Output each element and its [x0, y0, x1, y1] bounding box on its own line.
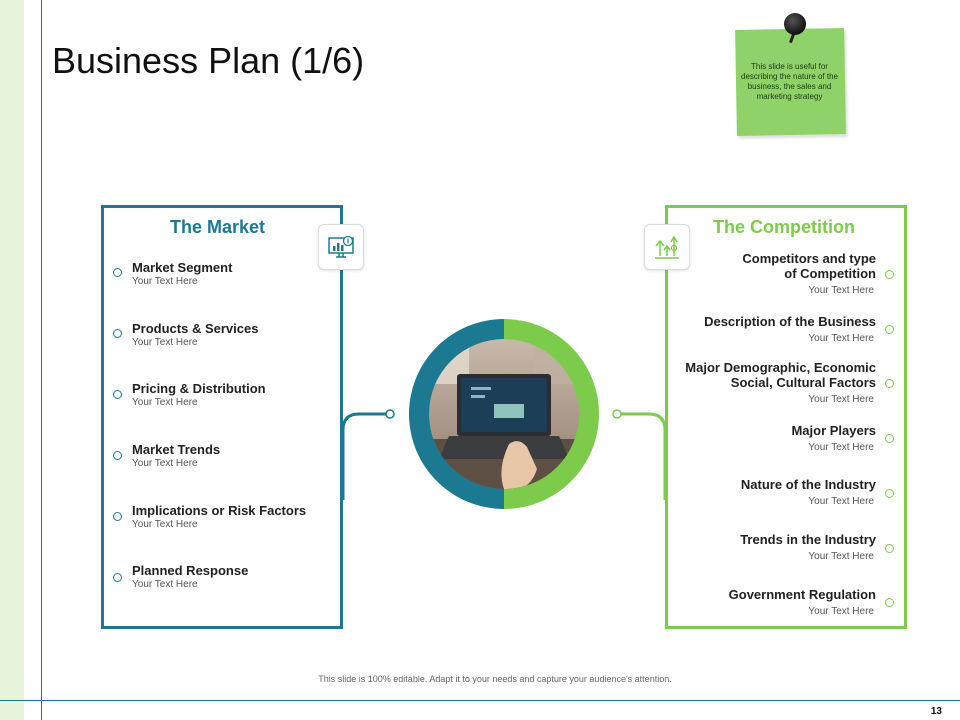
market-item-heading: Planned Response: [132, 563, 249, 578]
competition-bullet-4: [885, 434, 894, 443]
bottom-divider-line: [0, 700, 960, 701]
competition-item-heading: Trends in the Industry: [740, 532, 876, 547]
market-item-sub: Your Text Here: [132, 458, 198, 469]
page-title: Business Plan (1/6): [52, 40, 365, 81]
competition-item-heading: Government Regulation: [728, 587, 876, 602]
market-bullet-6: [113, 573, 122, 582]
chart-monitor-icon: [318, 224, 364, 270]
center-photo-ring: [409, 319, 599, 509]
competition-item-5: Nature of the Industry Your Text Here: [660, 477, 876, 508]
market-bullet-4: [113, 451, 122, 460]
competition-bullet-1: [885, 270, 894, 279]
competition-bullet-7: [885, 598, 894, 607]
sticky-note-text: This slide is useful for describing the …: [741, 62, 838, 101]
competition-item-1: Competitors and type of Competition Your…: [660, 251, 876, 297]
market-item-heading: Products & Services: [132, 321, 259, 336]
left-divider-line: [41, 0, 42, 720]
competition-title: The Competition: [713, 217, 855, 237]
competition-item-sub: Your Text Here: [808, 285, 874, 296]
market-item-sub: Your Text Here: [132, 519, 198, 530]
competition-item-heading: Description of the Business: [704, 314, 876, 329]
competition-item-heading: Major Demographic, Economic Social, Cult…: [685, 360, 876, 390]
left-decor-band: [0, 0, 24, 720]
competition-item-heading: Competitors and type of Competition: [742, 251, 876, 281]
market-item-sub: Your Text Here: [132, 276, 198, 287]
competition-item-sub: Your Text Here: [808, 496, 874, 507]
market-bullet-1: [113, 268, 122, 277]
market-item-3: Pricing & Distribution Your Text Here: [132, 381, 332, 409]
market-bullet-5: [113, 512, 122, 521]
competition-bullet-6: [885, 544, 894, 553]
competition-item-sub: Your Text Here: [808, 394, 874, 405]
footer-text: This slide is 100% editable. Adapt it to…: [318, 674, 672, 684]
market-item-heading: Implications or Risk Factors: [132, 503, 307, 518]
competition-item-6: Trends in the Industry Your Text Here: [660, 532, 876, 563]
market-item-6: Planned Response Your Text Here: [132, 563, 332, 591]
market-item-heading: Pricing & Distribution: [132, 381, 266, 396]
market-title: The Market: [170, 217, 266, 237]
market-panel: [101, 205, 343, 629]
competition-bullet-3: [885, 379, 894, 388]
competition-panel: [665, 205, 907, 629]
competition-item-sub: Your Text Here: [808, 442, 874, 453]
competition-item-sub: Your Text Here: [808, 333, 874, 344]
competition-item-4: Major Players Your Text Here: [660, 423, 876, 454]
competition-item-heading: Nature of the Industry: [740, 477, 876, 492]
market-item-heading: Market Trends: [132, 442, 221, 457]
competition-item-2: Description of the Business Your Text He…: [660, 314, 876, 345]
competition-bullet-5: [885, 489, 894, 498]
market-item-sub: Your Text Here: [132, 397, 198, 408]
market-item-2: Products & Services Your Text Here: [132, 321, 332, 349]
competition-item-sub: Your Text Here: [808, 551, 874, 562]
competition-item-heading: Major Players: [791, 423, 876, 438]
page-number: 13: [930, 706, 942, 717]
market-item-4: Market Trends Your Text Here: [132, 442, 332, 470]
competition-item-7: Government Regulation Your Text Here: [660, 587, 876, 618]
market-bullet-2: [113, 329, 122, 338]
market-item-heading: Market Segment: [132, 260, 233, 275]
pushpin-icon: [784, 13, 806, 35]
competition-item-sub: Your Text Here: [808, 606, 874, 617]
growth-arrows-icon: [644, 224, 690, 270]
market-item-sub: Your Text Here: [132, 579, 198, 590]
market-item-1: Market Segment Your Text Here: [132, 260, 332, 288]
market-bullet-3: [113, 390, 122, 399]
market-item-5: Implications or Risk Factors Your Text H…: [132, 503, 332, 531]
market-item-sub: Your Text Here: [132, 337, 198, 348]
competition-item-3: Major Demographic, Economic Social, Cult…: [660, 360, 876, 406]
competition-bullet-2: [885, 325, 894, 334]
